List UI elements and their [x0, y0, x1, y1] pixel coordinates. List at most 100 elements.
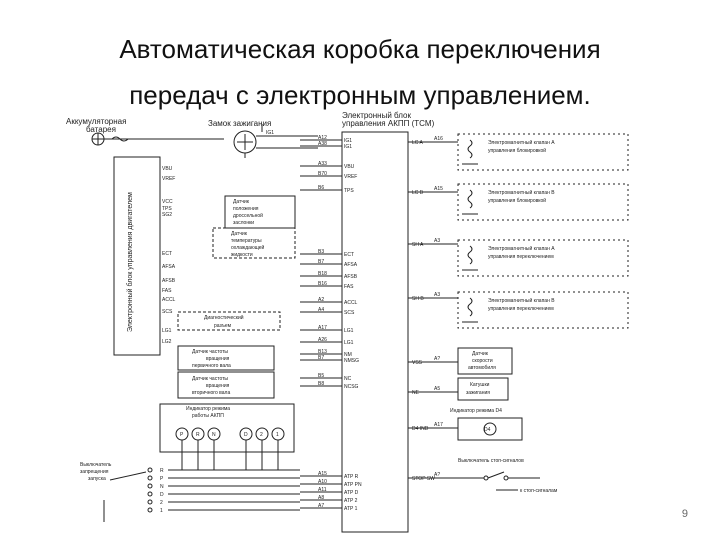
tcm-pin-code: B7 [318, 259, 324, 265]
tcm-pin-name: AFSB [344, 274, 358, 280]
tcm-pin-code: A4 [318, 307, 324, 313]
stop-lamps-label: к стоп-сигналам [520, 488, 558, 494]
input-speed-label-2: первичного вала [192, 363, 231, 369]
d4-indicator: D4 [457, 417, 523, 441]
tcm-right-pin-code: A3 [434, 238, 440, 244]
switch-position-label: P [160, 476, 164, 482]
coils-label-0: Катушки [470, 382, 490, 388]
switch-position-label: R [160, 468, 164, 474]
solenoid-label-2: управления блокировкой [488, 147, 546, 154]
solenoid-label-1: Электромагнитный клапан B [488, 189, 555, 196]
solenoid-label-2: управления переключением [488, 306, 554, 312]
tcm-pin-name: IG1 [344, 144, 352, 150]
tcm-pin-code: B18 [318, 271, 327, 277]
tcm-pin-name: FAS [344, 284, 354, 290]
tcm-pin-name: NMSG [344, 358, 359, 364]
diag-label-1: разъем [214, 323, 232, 329]
vss-label-0: Датчик [472, 351, 489, 357]
tcm-pin-name: ACCL [344, 300, 358, 306]
tcm-pin-code: B6 [318, 185, 324, 191]
switch-contact [147, 475, 153, 481]
engine-ecu-pin: VREF [162, 176, 175, 182]
tcm-right-pin-name: SH B [412, 296, 424, 302]
tcm-pin-code: A17 [318, 325, 327, 331]
solenoid-coil [467, 297, 473, 317]
tcm-pin-code: A7 [318, 503, 324, 509]
tcm-pin-code: A15 [318, 471, 327, 477]
coils-label-1: зажигания [466, 390, 490, 396]
neutral-switch-label-2: запуска [88, 476, 106, 482]
indicator-letter: P [180, 432, 184, 438]
slide-title-line2: передач с электронным управлением. [129, 80, 591, 110]
tcm-pin-code: B16 [318, 281, 327, 287]
tcm-right-pin-code: A5 [434, 386, 440, 392]
tcm-pin-name: NM [344, 352, 352, 358]
tcm-right-pin-code: A15 [434, 186, 443, 192]
tcm-pin-code: A33 [318, 161, 327, 167]
tcm-pin-name: TPS [344, 188, 354, 194]
input-speed-label-1: вращения [206, 356, 230, 362]
engine-ecu-pin: VBU [162, 166, 173, 172]
indicator-label-1: работы АКПП [192, 413, 224, 419]
engine-ecu-label: Электронный блок управления двигателем [126, 192, 134, 332]
tcm-pin-name: ATP R [344, 474, 359, 480]
switch-contact [147, 483, 153, 489]
vss-label-2: автомобиля [468, 365, 496, 371]
tcm-pin-name: LG1 [344, 328, 354, 334]
tcm-pin-code: B70 [318, 171, 327, 177]
engine-ecu-pin: FAS [162, 288, 172, 294]
tcm-right-pin-name: VSS [412, 360, 423, 366]
tcm-pin-name: LG1 [344, 340, 354, 346]
tcm-label-1: Электронный блок [342, 111, 411, 120]
tcm-right-pin-name: NE [412, 390, 420, 396]
indicator-letter: N [212, 432, 216, 438]
tcm-pin-name: AFSA [344, 262, 358, 268]
engine-ecu-pin: LG1 [162, 328, 172, 334]
ect-label-1: температуры [231, 238, 262, 244]
engine-ecu-pin: LG2 [162, 339, 172, 345]
tcm-pin-code: A8 [318, 495, 324, 501]
page-number: 9 [681, 508, 688, 520]
tcm-pin-code: B3 [318, 249, 324, 255]
tcm-label-2: управления АКПП (TCM) [342, 119, 435, 128]
tcm-right-pin-name: D4 IND [412, 426, 429, 432]
tps-sensor: Датчик положения дроссельной заслонки [224, 195, 296, 229]
indicator-letter: 1 [276, 432, 279, 438]
solenoid-coil [467, 245, 473, 265]
solenoid-label-2: управления блокировкой [488, 197, 546, 204]
tcm-pin-code: A2 [318, 297, 324, 303]
battery-label-2: батарея [86, 125, 116, 134]
tcm-pin-name: NC [344, 376, 352, 382]
tcm-pin-name: ATP 2 [344, 498, 358, 504]
tcm-right-pin-name: LC B [412, 190, 424, 196]
ig1-label: IG1 [266, 130, 274, 136]
tcm-pin-code: B5 [318, 373, 324, 379]
neutral-switch-label-0: Выключатель [80, 462, 112, 468]
ignition-switch-symbol [233, 124, 318, 158]
engine-ecu-pin: SG2 [162, 212, 172, 218]
engine-ecu-pins: VBUVREFVCCTPSSG2ECTAFSAAFSBFASACCLSCSLG1… [162, 166, 176, 345]
switch-contact [147, 491, 153, 497]
battery-symbol [91, 132, 224, 146]
ect-label-3: жидкости [231, 252, 253, 258]
tcm-pin-name: VREF [344, 174, 357, 180]
solenoid-label-2: управления переключением [488, 254, 554, 260]
engine-ecu-pin: ACCL [162, 297, 176, 303]
input-speed-sensor: Датчик частоты вращения первичного вала [177, 345, 275, 371]
solenoid-coil [467, 139, 473, 159]
engine-ecu-pin: VCC [162, 199, 173, 205]
d4-lamp-label: D4 [484, 427, 491, 433]
switch-contact [147, 507, 153, 513]
tps-label-0: Датчик [233, 199, 250, 205]
vss-label-1: скорости [472, 358, 493, 364]
tps-label-2: дроссельной [233, 212, 263, 219]
solenoid-coil [467, 189, 473, 209]
tcm-pin-code: B8 [318, 381, 324, 387]
